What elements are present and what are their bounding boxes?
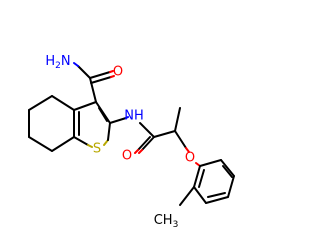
bond [134, 149, 139, 154]
bond [73, 101, 97, 111]
bond [73, 62, 79, 67]
bond [125, 116, 129, 119]
bond [90, 76, 112, 84]
bond [174, 130, 187, 149]
bond [222, 165, 233, 178]
bond [95, 101, 111, 124]
top-oxygen-label: O [113, 65, 123, 80]
bond [107, 122, 111, 141]
bond [179, 186, 195, 206]
sulfur-label: S [93, 142, 101, 157]
bond [193, 186, 207, 204]
bond [77, 65, 91, 79]
molecule-structure: H2N O NH S O O CH3 [28, 54, 235, 230]
bond [137, 136, 151, 151]
bond [73, 136, 89, 146]
methyl-label: CH3 [154, 213, 179, 230]
bond [153, 130, 176, 138]
amide-nitrogen-label: H2N [45, 54, 70, 71]
bond [185, 147, 190, 153]
amide-linker [109, 107, 201, 167]
molecule-canvas: H2N O NH S O O CH3 [28, 53, 235, 230]
bond [103, 139, 109, 146]
bond [141, 136, 155, 151]
bond [87, 144, 93, 148]
bond [220, 159, 235, 177]
amide-nh-label: NH [124, 109, 144, 124]
bond [109, 70, 114, 73]
bond [193, 165, 201, 188]
carboxamide-group [73, 62, 115, 103]
bond [28, 95, 53, 111]
bond [51, 136, 75, 152]
bond [89, 71, 111, 79]
bond [205, 196, 229, 204]
bond [198, 169, 205, 188]
cyclohexane-ring [28, 95, 75, 152]
bond [199, 159, 222, 167]
atom-labels: H2N O NH S O O CH3 [45, 54, 195, 230]
bond [110, 75, 115, 78]
bond [51, 95, 75, 111]
bond [138, 149, 143, 154]
bond [227, 175, 235, 198]
benzene-ring [179, 159, 235, 206]
bond [174, 107, 181, 132]
bond [98, 107, 108, 122]
bond [28, 136, 53, 152]
bond [139, 122, 155, 138]
bond [207, 192, 226, 198]
thiophene-ring [73, 101, 111, 148]
carbonyl-oxygen-label: O [122, 149, 132, 164]
bond [109, 117, 127, 124]
ether-oxygen-label: O [185, 151, 195, 166]
